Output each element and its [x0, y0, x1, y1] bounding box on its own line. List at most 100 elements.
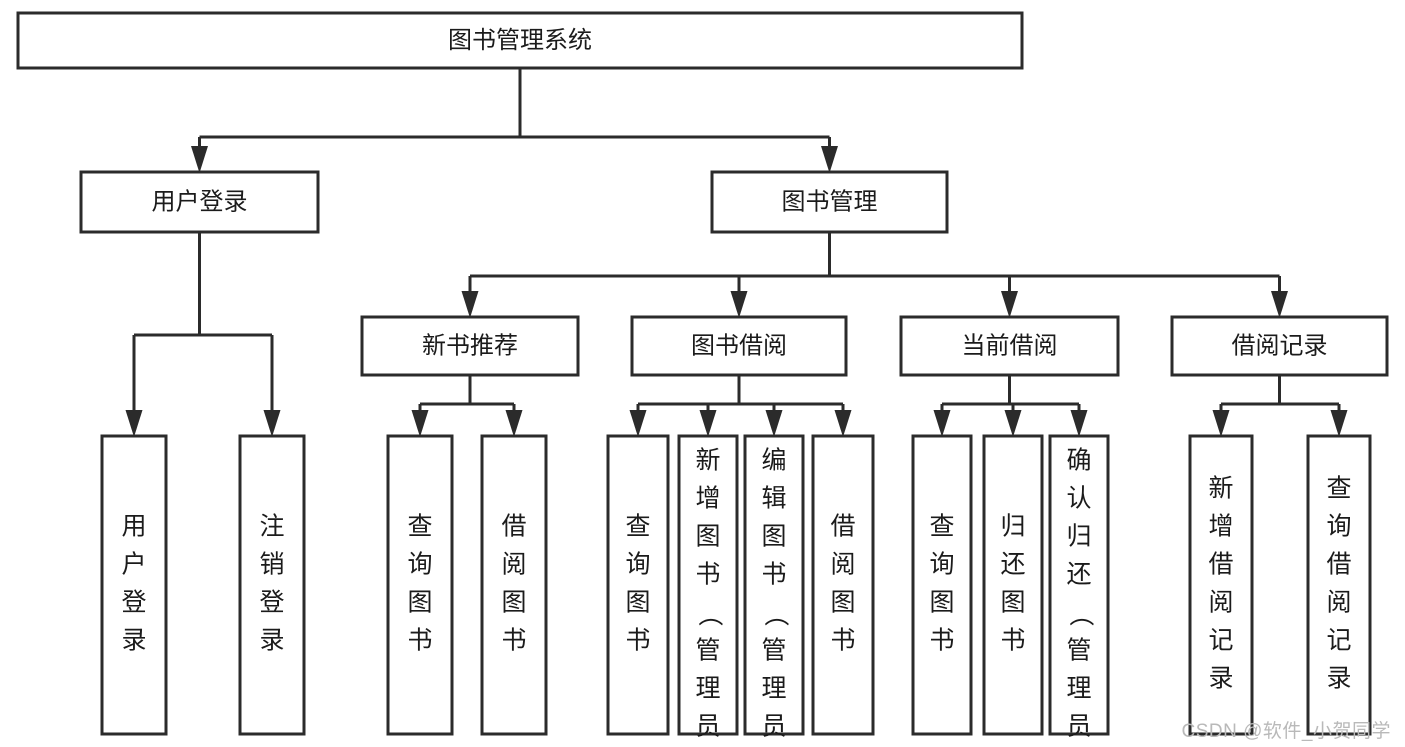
node-label-rec-borrow-book-char-3: 书 — [501, 627, 526, 655]
node-box-borrow-query-book[interactable] — [606, 434, 670, 736]
node-label-login-do-char-1: 户 — [121, 551, 146, 579]
node-label-borrow-add-book-char-1: 增 — [695, 485, 720, 513]
node-current-borrow[interactable]: 当前借阅 — [899, 315, 1120, 377]
node-box-cur-confirm-return[interactable] — [1048, 434, 1110, 736]
node-label-borrow-edit-book-char-4: （ — [761, 601, 789, 626]
node-label-cur-confirm-return-char-4: （ — [1066, 601, 1094, 626]
node-box-borrow-record[interactable] — [1170, 315, 1389, 377]
node-label-cur-return-book-char-3: 书 — [1000, 627, 1025, 655]
node-box-rec-add-record[interactable] — [1188, 434, 1254, 736]
node-label-rec-query-record-char-1: 询 — [1326, 513, 1351, 541]
node-label-user-login: 用户登录 — [152, 188, 248, 215]
node-box-rec-query-record[interactable] — [1306, 434, 1372, 736]
nodes-layer: 图书管理系统用户登录图书管理用户登录注销登录新书推荐图书借阅当前借阅借阅记录查询… — [16, 11, 1389, 747]
node-box-user-login[interactable] — [79, 170, 320, 234]
node-label-rec-query-record-char-0: 查 — [1326, 475, 1351, 503]
arrow-head-icon — [629, 410, 647, 437]
node-box-logout-do[interactable] — [238, 434, 306, 736]
node-label-root: 图书管理系统 — [448, 27, 592, 54]
node-label-borrow-edit-book-char-6: 理 — [761, 675, 786, 703]
node-new-book-rec[interactable]: 新书推荐 — [360, 315, 580, 377]
node-label-logout-do-char-0: 注 — [259, 513, 284, 541]
arrow-head-icon — [1271, 291, 1288, 318]
node-box-new-book-rec[interactable] — [360, 315, 580, 377]
node-label-cur-confirm-return-char-7: 员 — [1066, 713, 1091, 741]
node-book-manage[interactable]: 图书管理 — [710, 170, 949, 234]
node-label-borrow-add-book-char-2: 图 — [695, 523, 720, 551]
node-box-borrow-lend-book[interactable] — [811, 434, 875, 736]
edge-group-book-manage — [461, 232, 1288, 318]
edge-group-root — [191, 68, 838, 173]
node-label-borrow-edit-book-char-7: 员 — [761, 713, 786, 741]
node-label-rec-query-record-char-5: 录 — [1326, 665, 1351, 693]
node-label-cur-query-book-char-3: 书 — [929, 627, 954, 655]
node-label-cur-confirm-return-char-5: 管 — [1066, 637, 1091, 665]
node-box-root[interactable] — [16, 11, 1024, 70]
node-label-borrow-edit-book-char-0: 编 — [761, 447, 786, 475]
arrow-head-icon — [1212, 410, 1230, 437]
node-box-cur-query-book[interactable] — [911, 434, 973, 736]
node-label-logout-do-char-3: 录 — [259, 627, 284, 655]
node-label-rec-query-book-char-0: 查 — [407, 513, 432, 541]
node-box-rec-query-book[interactable] — [386, 434, 454, 736]
node-box-book-manage[interactable] — [710, 170, 949, 234]
node-box-borrow-edit-book[interactable] — [743, 434, 805, 736]
node-label-cur-confirm-return-char-3: 还 — [1066, 561, 1091, 589]
node-borrow-record[interactable]: 借阅记录 — [1170, 315, 1389, 377]
node-label-rec-add-record-char-2: 借 — [1208, 551, 1233, 579]
node-label-borrow-query-book-char-1: 询 — [625, 551, 650, 579]
node-label-cur-query-book-char-1: 询 — [929, 551, 954, 579]
node-label-borrow-record: 借阅记录 — [1232, 332, 1328, 359]
node-label-borrow-lend-book-char-3: 书 — [830, 627, 855, 655]
node-label-borrow-query-book-char-0: 查 — [625, 513, 650, 541]
edge-group-current-borrow — [933, 375, 1088, 437]
node-label-rec-add-record-char-4: 记 — [1208, 627, 1233, 655]
arrow-head-icon — [765, 410, 783, 437]
node-box-borrow-add-book[interactable] — [677, 434, 739, 736]
node-label-borrow-lend-book-char-0: 借 — [830, 513, 855, 541]
arrow-head-icon — [834, 410, 852, 437]
node-root[interactable]: 图书管理系统 — [16, 11, 1024, 70]
node-label-rec-query-book-char-1: 询 — [407, 551, 432, 579]
node-user-login[interactable]: 用户登录 — [79, 170, 320, 234]
edge-group-borrow-record — [1212, 375, 1348, 437]
node-label-book-borrow: 图书借阅 — [691, 332, 787, 359]
edge-group-book-borrow — [629, 375, 852, 437]
node-label-borrow-edit-book-char-3: 书 — [761, 561, 786, 589]
node-box-login-do[interactable] — [100, 434, 168, 736]
node-box-book-borrow[interactable] — [630, 315, 848, 377]
node-label-rec-borrow-book-char-0: 借 — [501, 513, 526, 541]
node-book-borrow[interactable]: 图书借阅 — [630, 315, 848, 377]
arrow-head-icon — [933, 410, 951, 437]
node-box-rec-borrow-book[interactable] — [480, 434, 548, 736]
node-label-rec-query-record-char-4: 记 — [1326, 627, 1351, 655]
node-box-current-borrow[interactable] — [899, 315, 1120, 377]
node-label-borrow-add-book-char-4: （ — [695, 601, 723, 626]
node-label-book-manage: 图书管理 — [782, 188, 878, 215]
node-box-cur-return-book[interactable] — [982, 434, 1044, 736]
node-label-rec-borrow-book-char-2: 图 — [501, 589, 526, 617]
arrow-head-icon — [1070, 410, 1088, 437]
arrow-head-icon — [191, 146, 208, 173]
node-label-cur-confirm-return-char-1: 认 — [1066, 485, 1091, 513]
node-label-rec-add-record-char-1: 增 — [1208, 513, 1233, 541]
arrow-head-icon — [699, 410, 717, 437]
node-label-borrow-query-book-char-3: 书 — [625, 627, 650, 655]
node-label-rec-add-record-char-5: 录 — [1208, 665, 1233, 693]
node-login-do[interactable]: 用户登录 — [100, 434, 168, 736]
arrow-head-icon — [821, 146, 838, 173]
arrow-head-icon — [125, 410, 143, 437]
